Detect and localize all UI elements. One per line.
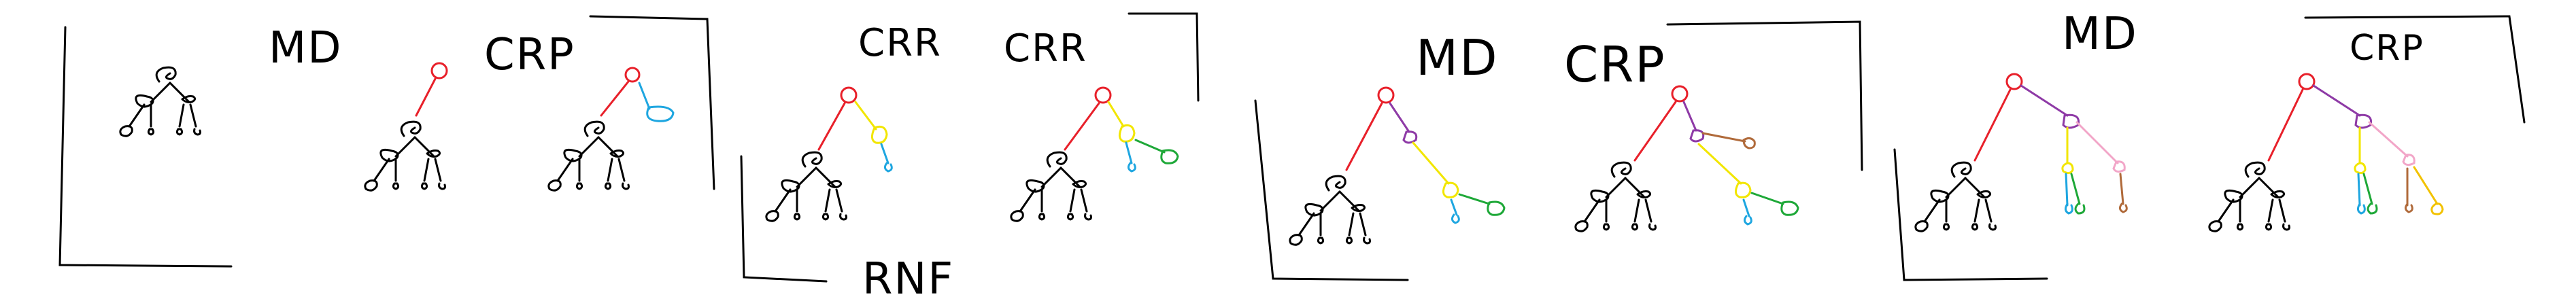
panel-4-frame	[1893, 148, 2048, 281]
panel-1-frame	[58, 26, 233, 268]
tree-6-color	[1345, 86, 1506, 224]
label-crp-1: CRP	[484, 30, 575, 80]
tree-6	[1289, 175, 1371, 246]
tree-8	[1914, 161, 1997, 232]
tree-9-color	[2267, 73, 2444, 215]
panel-3: MD CRP	[1254, 20, 1863, 281]
tree-3	[547, 120, 630, 192]
label-md-3: MD	[2062, 7, 2138, 60]
tree-7	[1574, 161, 1657, 232]
panel-2-frame	[740, 155, 828, 283]
label-crr-2: CRR	[1004, 27, 1087, 71]
tree-8-color	[1973, 73, 2128, 215]
tree-1	[119, 66, 201, 137]
label-crr-1: CRR	[858, 21, 942, 65]
panel-4-frame-right	[2304, 15, 2526, 124]
label-md-2: MD	[1416, 29, 1499, 86]
panel-3-frame	[1254, 99, 1409, 281]
tree-4	[765, 151, 847, 222]
tree-2	[364, 120, 446, 192]
tree-5	[1010, 151, 1092, 222]
panel-1: MD CRP	[58, 15, 715, 268]
tree-4-color	[817, 86, 893, 173]
tree-3-root	[600, 67, 675, 122]
panel-4: MD CRP	[1893, 7, 2526, 281]
tree-5-color	[1064, 86, 1179, 173]
tree-7-color	[1633, 85, 1799, 226]
panel-2-frame-right	[1128, 12, 1200, 102]
label-crp-2: CRP	[1564, 36, 1666, 93]
panel-3-frame-right	[1666, 20, 1863, 171]
label-crp-3: CRP	[2350, 28, 2424, 69]
label-rnf: RNF	[862, 254, 954, 299]
label-md-1: MD	[269, 23, 343, 73]
tree-2-root	[415, 62, 448, 117]
panel-2: CRR CRR RNF	[740, 12, 1200, 299]
panel-1-frame-right	[589, 15, 715, 190]
tree-9	[2208, 161, 2290, 232]
